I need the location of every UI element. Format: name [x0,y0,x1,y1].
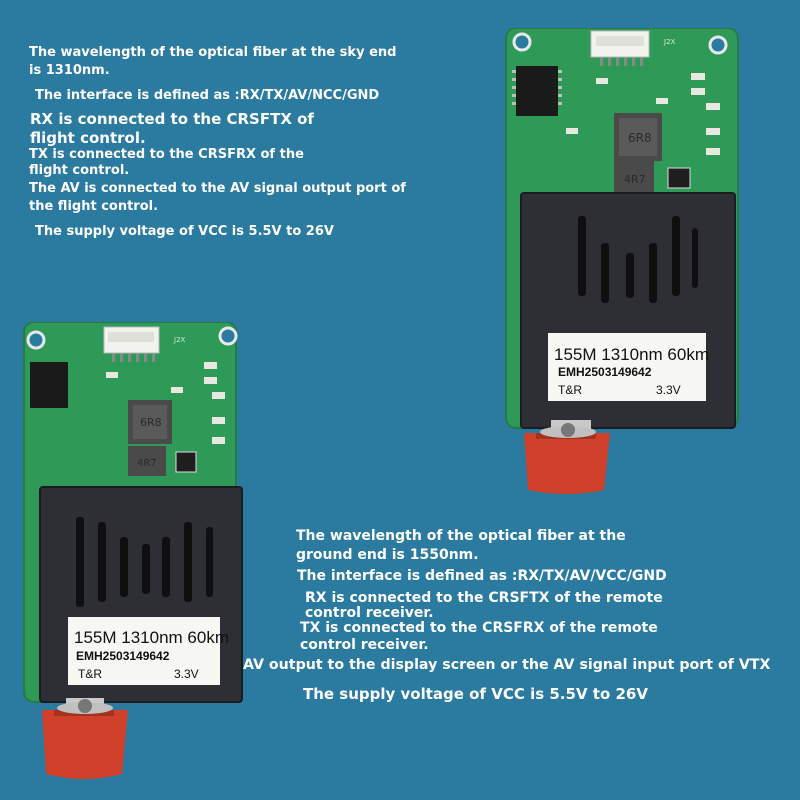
sky-text-3: The interface is defined as :RX/TX/AV/NC… [35,88,380,103]
inductor-label-2: 4R7 [624,173,646,186]
sky-text-4: RX is connected to the CRSFTX of [30,110,314,128]
sky-text-9: the flight control. [29,199,159,214]
label-line-2: EMH2503149642 [558,365,652,379]
ground-text-9: The supply voltage of VCC is 5.5V to 26V [303,685,648,703]
ground-text-6: TX is connected to the CRSFRX of the rem… [300,620,658,636]
silk-j2x: J2X [663,38,676,46]
ground-end-module-image: J2X 6R8 4R7 155M 1310nm 60km EMH25031496… [16,322,246,792]
ground-text-8: AV output to the display screen or the A… [243,657,771,673]
sky-text-2: is 1310nm. [29,63,110,78]
sky-end-module-image: J2X 6R8 4R7 [496,28,746,498]
label-line-3-left: T&R [558,383,582,397]
sky-text-7: flight control. [29,163,130,178]
sky-text-10: The supply voltage of VCC is 5.5V to 26V [35,224,334,239]
label-line-1b: 155M 1310nm 60km [74,628,229,647]
label-line-2b: EMH2503149642 [76,649,170,663]
inductor-label-1: 6R8 [628,131,652,145]
sky-text-5: flight control. [30,129,146,147]
ground-text-2: ground end is 1550nm. [296,547,479,563]
ground-text-1: The wavelength of the optical fiber at t… [296,528,626,544]
label-line-3-left-b: T&R [78,667,102,681]
ground-text-4: RX is connected to the CRSFTX of the rem… [305,590,663,606]
label-line-3-right-b: 3.3V [174,667,199,681]
ground-text-3: The interface is defined as :RX/TX/AV/VC… [297,568,667,584]
label-line-3-right: 3.3V [656,383,681,397]
sky-text-6: TX is connected to the CRSFRX of the [29,147,304,162]
inductor-label-4: 4R7 [137,458,157,469]
ground-text-7: control receiver. [300,637,429,653]
label-line-1: 155M 1310nm 60km [554,345,709,364]
sky-text-1: The wavelength of the optical fiber at t… [29,45,397,60]
silk-j2x-2: J2X [173,336,186,344]
sky-text-8: The AV is connected to the AV signal out… [29,181,406,196]
inductor-label-3: 6R8 [140,416,162,429]
ground-text-5: control receiver. [305,605,434,621]
